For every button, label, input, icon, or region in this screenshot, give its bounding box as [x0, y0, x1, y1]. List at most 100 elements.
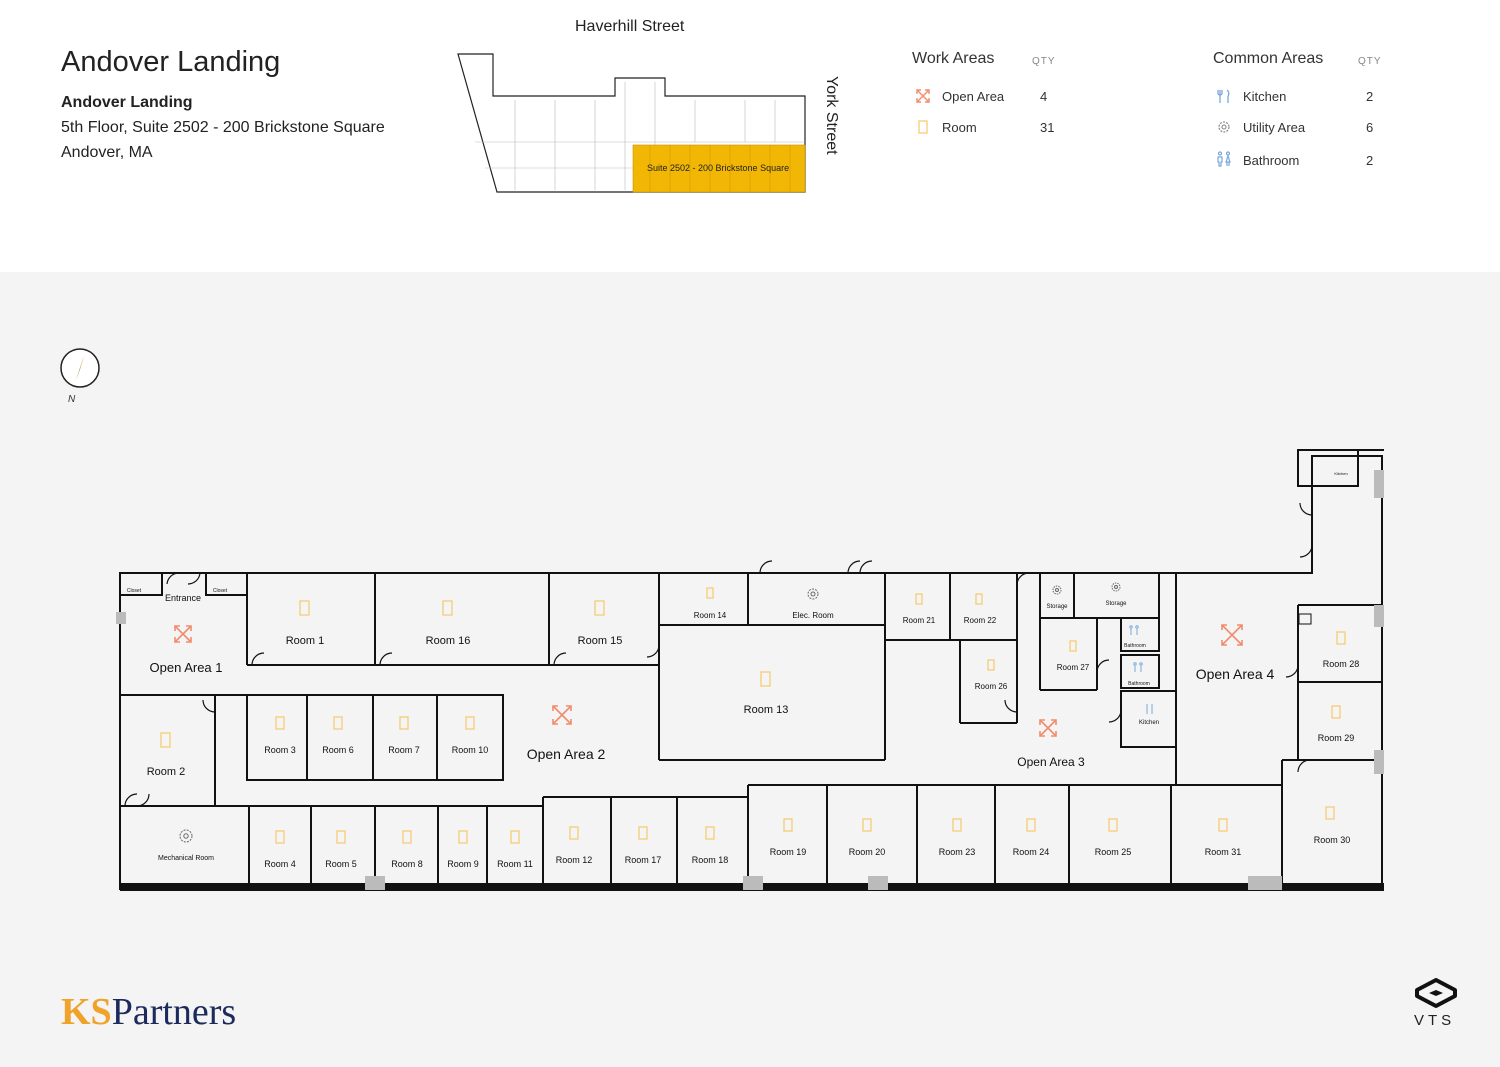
compass-north-label: N — [68, 394, 76, 405]
room-icon — [402, 830, 412, 844]
room-icon — [569, 826, 579, 840]
address-line-2: Andover, MA — [61, 144, 153, 161]
label-room-28: Room 28 — [1323, 659, 1360, 669]
room-icon — [1331, 705, 1341, 719]
legend-open-area-label: Open Area — [942, 89, 1005, 104]
label-room-15: Room 15 — [578, 635, 623, 647]
work-areas-heading: Work Areas — [912, 50, 995, 67]
room-icon — [594, 600, 605, 616]
gear-icon — [1111, 582, 1121, 592]
legend-kitchen-qty: 2 — [1366, 89, 1374, 104]
room-icon — [915, 593, 923, 605]
address-line-1: 5th Floor, Suite 2502 - 200 Brickstone S… — [61, 119, 385, 136]
legend-bathroom-label: Bathroom — [1243, 153, 1300, 168]
keyplan: Suite 2502 - 200 Brickstone Square — [457, 53, 806, 193]
label-room-19: Room 19 — [770, 847, 807, 857]
room-icon — [1108, 818, 1118, 832]
label-kitchen-1: Kitchen — [1139, 720, 1159, 726]
gear-icon — [1218, 121, 1230, 133]
label-room-14: Room 14 — [694, 611, 727, 620]
label-room-16: Room 16 — [426, 635, 471, 647]
label-room-27: Room 27 — [1057, 663, 1090, 672]
label-open-area-4: Open Area 4 — [1196, 666, 1275, 682]
label-room-23: Room 23 — [939, 847, 976, 857]
room-icon — [952, 818, 962, 832]
keyplan-suite-label: Suite 2502 - 200 Brickstone Square — [647, 163, 789, 173]
legend-utility-label: Utility Area — [1243, 120, 1306, 135]
building-name: Andover Landing — [61, 94, 193, 111]
common-areas-qty-heading: QTY — [1358, 56, 1382, 67]
label-bathroom-1: Bathroom — [1124, 643, 1146, 649]
label-elec-room: Elec. Room — [792, 611, 834, 620]
bathroom-icon — [1133, 662, 1143, 672]
label-storage-2: Storage — [1105, 601, 1127, 607]
open-area-icon — [1039, 719, 1057, 737]
legend-kitchen-label: Kitchen — [1243, 89, 1287, 104]
room-icon — [862, 818, 872, 832]
label-room-10: Room 10 — [452, 745, 489, 755]
label-open-area-1: Open Area 1 — [150, 660, 223, 675]
logo-ks-text: KS — [61, 991, 112, 1033]
keyplan-suite-highlight — [632, 144, 806, 193]
label-room-4: Room 4 — [264, 859, 296, 869]
gear-icon — [179, 829, 193, 843]
label-mechanical-room: Mechanical Room — [158, 855, 214, 862]
label-bathroom-2: Bathroom — [1128, 681, 1150, 687]
open-area-icon — [552, 705, 572, 725]
open-area-icon — [916, 89, 930, 103]
label-room-26: Room 26 — [975, 682, 1008, 691]
label-room-1: Room 1 — [286, 635, 325, 647]
label-room-12: Room 12 — [556, 855, 593, 865]
room-icon — [706, 587, 714, 599]
vts-logo-text: VTS — [1414, 1012, 1456, 1029]
street-label-top: Haverhill Street — [575, 18, 685, 35]
label-room-18: Room 18 — [692, 855, 729, 865]
room-icon — [1069, 640, 1077, 652]
legend-open-area-qty: 4 — [1040, 89, 1048, 104]
label-closet-left: Closet — [127, 588, 142, 594]
room-icon — [510, 830, 520, 844]
label-room-13: Room 13 — [744, 704, 789, 716]
label-kitchen-2: Kitchen — [1334, 471, 1347, 476]
label-room-25: Room 25 — [1095, 847, 1132, 857]
room-icon — [160, 732, 171, 748]
room-icon — [299, 600, 310, 616]
street-label-side: York Street — [823, 76, 840, 155]
room-icon — [1218, 818, 1228, 832]
room-icon — [1026, 818, 1036, 832]
room-icon — [275, 716, 285, 730]
legend-bathroom-qty: 2 — [1366, 153, 1374, 168]
room-icon — [705, 826, 715, 840]
room-icon — [975, 593, 983, 605]
room-icon — [442, 600, 453, 616]
room-icon — [333, 716, 343, 730]
label-room-31: Room 31 — [1205, 847, 1242, 857]
room-icon — [638, 826, 648, 840]
ks-partners-logo: KSPartners — [61, 990, 236, 1034]
room-icon — [336, 830, 346, 844]
label-open-area-2: Open Area 2 — [527, 746, 606, 762]
kitchen-icon — [1146, 704, 1153, 714]
label-room-8: Room 8 — [391, 859, 423, 869]
compass-icon — [60, 348, 100, 388]
label-room-21: Room 21 — [903, 616, 936, 625]
label-room-17: Room 17 — [625, 855, 662, 865]
gear-icon — [1052, 585, 1062, 595]
room-icon — [399, 716, 409, 730]
room-icon — [783, 818, 793, 832]
gear-icon — [807, 588, 819, 600]
floorplan-background — [0, 272, 1500, 1067]
label-room-20: Room 20 — [849, 847, 886, 857]
label-room-7: Room 7 — [388, 745, 420, 755]
label-room-2: Room 2 — [147, 766, 186, 778]
room-icon — [1336, 631, 1346, 645]
room-icon — [918, 120, 928, 134]
label-open-area-3: Open Area 3 — [1017, 755, 1085, 769]
label-room-24: Room 24 — [1013, 847, 1050, 857]
label-entrance: Entrance — [165, 593, 201, 603]
room-icon — [1325, 806, 1335, 820]
label-room-9: Room 9 — [447, 859, 479, 869]
room-icon — [275, 830, 285, 844]
room-icon — [987, 659, 995, 671]
